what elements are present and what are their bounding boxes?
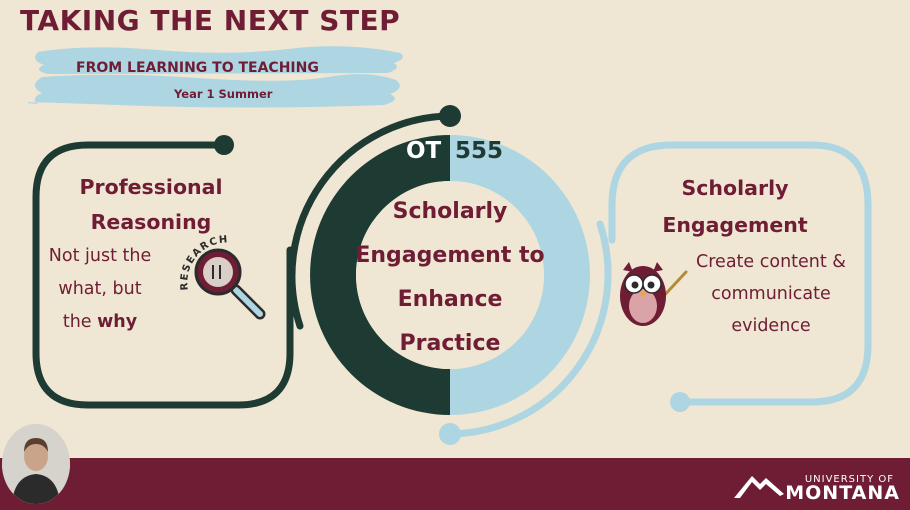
right-title-line: Scholarly [681,176,789,200]
center-title-line: Scholarly [392,199,508,224]
logo-montana: MONTANA [785,482,900,504]
slide-subtitle: FROM LEARNING TO TEACHING [76,60,319,76]
center-title: Scholarly Engagement to Enhance Practice [350,190,550,366]
right-frame-dot [670,392,690,412]
center-title-line: Practice [399,331,501,356]
center-outer-arc-dark [288,112,454,330]
center-title-line: Enhance [397,287,503,312]
center-ring-light [450,135,590,415]
left-panel-title: Professional Reasoning [60,170,242,240]
left-body-emphasis: why [97,312,138,332]
center-outer-arc-light [446,220,612,438]
left-frame [32,141,294,409]
left-panel-body: Not just the what, but the why [36,240,164,339]
left-frame-dot [214,135,234,155]
left-body-prefix: the [62,312,98,332]
course-number: 555 [455,138,504,164]
left-body-line: the why [36,306,164,339]
center-bottom-dot [439,423,461,445]
mountain-logo-icon [734,476,784,498]
course-prefix: OT [406,138,442,164]
brush-banner [28,46,403,108]
right-panel-title: Scholarly Engagement [648,170,822,244]
left-title-line: Professional [79,175,223,199]
research-magnifier-icon: RESEARCH [179,234,266,320]
center-disc [356,181,544,369]
presenter-avatar [2,424,70,504]
right-title-line: Engagement [662,213,808,237]
slide-title: TAKING THE NEXT STEP [20,4,401,37]
right-body-line: evidence [731,316,811,336]
right-panel-body: Create content & communicate evidence [682,246,860,342]
right-frame [608,141,872,406]
logo-university-of: UNIVERSITY OF [804,474,894,485]
center-title-line: Engagement to [355,243,545,268]
left-body-line: what, but [58,279,142,299]
right-body-line: communicate [711,284,831,304]
center-ring-dark [310,135,450,415]
left-body-line: Not just the [48,246,152,266]
left-title-line: Reasoning [90,210,212,234]
center-top-dot [439,105,461,127]
owl-teacher-icon [620,262,688,326]
right-body-line: Create content & [696,252,846,272]
slide-term: Year 1 Summer [174,87,273,101]
